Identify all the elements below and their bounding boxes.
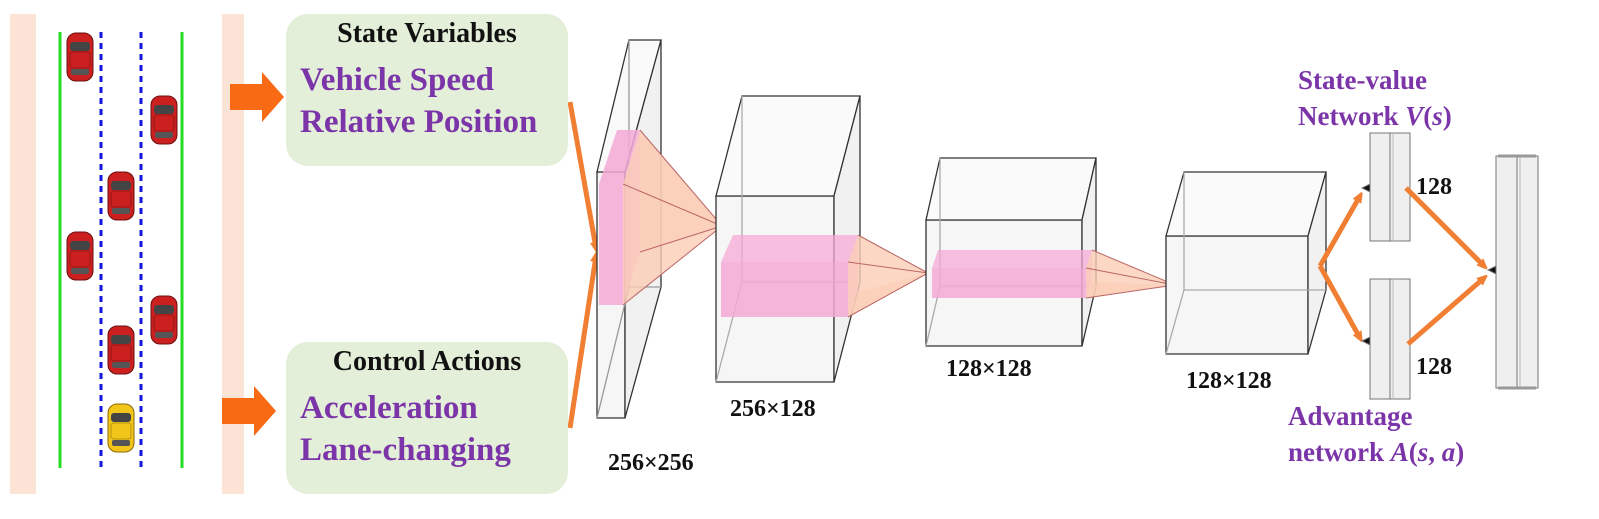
state-value-prefix: Network [1298, 101, 1406, 131]
state-value-line1: State-value [1298, 65, 1427, 95]
action-item-acceleration: Acceleration [300, 390, 478, 426]
output-q-layer [1486, 154, 1539, 390]
action-to-layer1-arrow [567, 256, 596, 429]
state-value-symbol: V [1405, 101, 1424, 131]
state-value-line2: Network V(s) [1298, 98, 1452, 134]
surrounding-car-icon [66, 231, 94, 281]
road-shoulder-left [10, 14, 36, 494]
input-arrow-state [230, 72, 284, 122]
control-actions-title: Control Actions [332, 346, 522, 377]
action-item-lane-changing: Lane-changing [300, 432, 511, 468]
state-value-network-label: State-value Network V(s) [1298, 62, 1452, 134]
road-shoulder-right [222, 14, 244, 494]
state-value-open-paren: ( [1423, 101, 1433, 131]
advantage-open-paren: ( [1408, 437, 1418, 467]
control-actions-box: Control Actions Acceleration Lane-changi… [286, 342, 568, 494]
advantage-units: 128 [1416, 354, 1452, 380]
layer4-dimension-label: 128×128 [1186, 368, 1272, 394]
surrounding-car-icon [66, 32, 94, 82]
advantage-arg-s: s [1417, 437, 1429, 467]
surrounding-car-icon [150, 295, 178, 345]
advantage-prefix: network [1288, 437, 1391, 467]
layer3-dimension-label: 128×128 [946, 356, 1032, 382]
state-value-units: 128 [1416, 174, 1452, 200]
advantage-stream-fc [1360, 278, 1411, 400]
state-item-relative-position: Relative Position [300, 104, 538, 140]
advantage-close-paren: ) [1455, 437, 1465, 467]
layer3-kernel [932, 249, 1176, 299]
advantage-sep: , [1428, 437, 1442, 467]
layer1-kernel [599, 129, 723, 306]
state-variables-box: State Variables Vehicle Speed Relative P… [286, 14, 568, 166]
advantage-symbol: A [1390, 437, 1409, 467]
state-variables-title: State Variables [337, 18, 517, 49]
state-value-arg: s [1432, 101, 1443, 131]
layer2-dimension-label: 256×128 [730, 396, 816, 422]
layer1-dimension-label: 256×256 [608, 450, 694, 476]
advantage-arg-a: a [1441, 437, 1456, 467]
advantage-line1: Advantage [1288, 401, 1413, 431]
branch-arrows [1317, 196, 1360, 338]
state-item-vehicle-speed: Vehicle Speed [300, 62, 495, 98]
layer4-block [1165, 171, 1327, 355]
layer2-kernel [721, 234, 929, 318]
surrounding-car-icon [107, 171, 135, 221]
ego-car-icon [107, 403, 135, 453]
input-arrow-action [222, 386, 276, 436]
advantage-line2: network A(s, a) [1288, 434, 1464, 470]
surrounding-car-icon [150, 95, 178, 145]
state-value-close-paren: ) [1442, 101, 1452, 131]
value-stream-fc [1360, 132, 1411, 242]
advantage-network-label: Advantage network A(s, a) [1288, 398, 1464, 470]
state-to-layer1-arrow [567, 101, 596, 248]
road-scene [10, 14, 244, 494]
merge-arrows [1404, 186, 1484, 346]
surrounding-car-icon [107, 325, 135, 375]
